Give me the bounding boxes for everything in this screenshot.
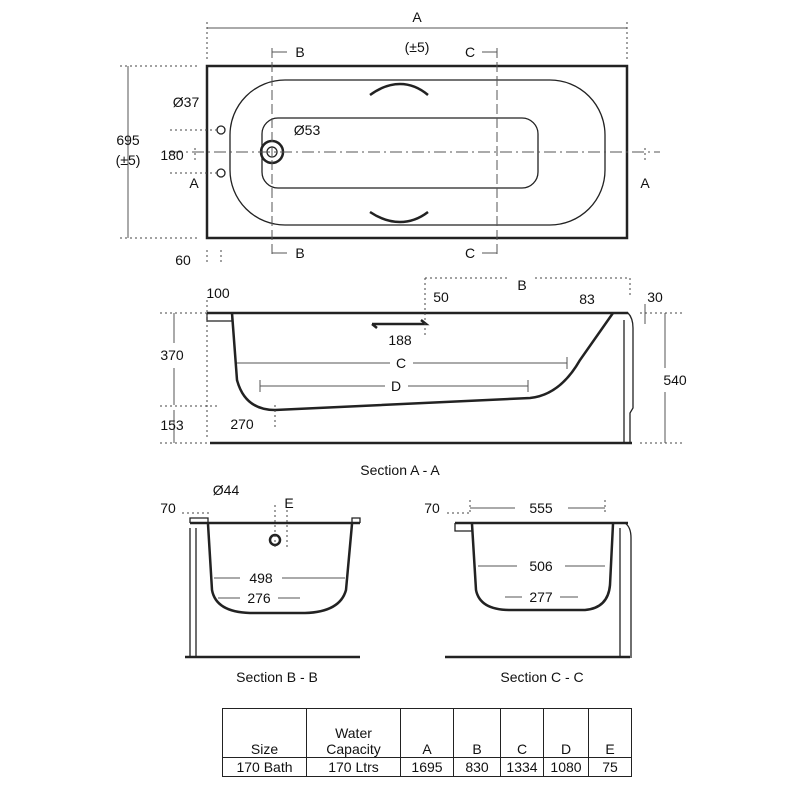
tap-offset-dim: 180 [160,147,184,163]
cell-water-capacity: 170 Ltrs [306,757,401,777]
base-dim: 153 [160,417,184,433]
header-water-capacity: Water Capacity [306,708,401,758]
header-d: D [543,708,589,758]
rim-thickness-dim: 30 [647,289,663,305]
section-c-c: 70 555 506 277 Section C - C [424,500,632,685]
outer-width-dim: 555 [529,500,553,516]
header-e: E [588,708,632,758]
width-tolerance: (±5) [116,152,141,168]
waste-position-dim: 270 [230,416,254,432]
depth-dim: 370 [160,347,184,363]
cell-c: 1334 [500,757,544,777]
tap-hole [216,125,226,135]
header-c: C [500,708,544,758]
overflow-dim: Ø44 [213,482,240,498]
cell-b: 830 [453,757,501,777]
header-b: B [453,708,501,758]
tap-hole [216,168,226,178]
dim-d: D [391,378,401,394]
handle-section [371,319,430,329]
section-a-marker: A [189,175,199,191]
end-rim-dim: 83 [579,291,595,307]
dim-a-tolerance: (±5) [405,39,430,55]
bath-profile [206,523,354,615]
section-c-marker: C [465,245,475,261]
header-size: Size [222,708,307,758]
bath-profile [230,312,615,412]
handle-dim: 188 [388,332,412,348]
plan-view: A (±5) B C B C A A 695 (±5) Ø37 Ø53 180 … [116,9,660,268]
section-a-a: 100 370 153 270 188 C D B 50 83 30 540 S… [160,277,687,478]
tap-hole-dim: Ø37 [173,94,200,110]
bottom-width-dim: 277 [529,589,553,605]
waste-dim: Ø53 [294,122,321,138]
section-title: Section C - C [500,669,583,685]
spec-table: Size Water Capacity A B C D E 170 Bath 1… [222,708,632,777]
top-width-dim: 506 [529,558,553,574]
dim-b: B [517,277,526,293]
cell-a: 1695 [400,757,454,777]
rim-dim: 70 [160,500,176,516]
rim-dim: 70 [424,500,440,516]
header-a: A [400,708,454,758]
table-row: 170 Bath 170 Ltrs 1695 830 1334 1080 75 [222,757,632,777]
bottom-width-dim: 276 [247,590,271,606]
table-header-row: Size Water Capacity A B C D E [222,708,632,758]
top-width-dim: 498 [249,570,273,586]
section-a-marker: A [640,175,650,191]
handle-top [369,82,429,97]
handle-bottom [369,210,429,224]
section-title: Section A - A [360,462,440,478]
handle-offset-dim: 50 [433,289,449,305]
rim-dim: 100 [206,285,230,301]
dim-e: E [284,495,293,511]
cell-e: 75 [588,757,632,777]
width-dim: 695 [116,132,140,148]
edge-offset-dim: 60 [175,252,191,268]
cell-size: 170 Bath [222,757,307,777]
section-b-b: 70 Ø44 E 498 276 Section B - B [160,482,361,685]
section-b-marker: B [295,245,304,261]
height-dim: 540 [663,372,687,388]
cell-d: 1080 [543,757,589,777]
section-c-marker: C [465,44,475,60]
dim-c: C [396,355,406,371]
bath-profile [470,523,615,612]
section-title: Section B - B [236,669,318,685]
section-b-marker: B [295,44,304,60]
dim-a-label: A [412,9,422,25]
